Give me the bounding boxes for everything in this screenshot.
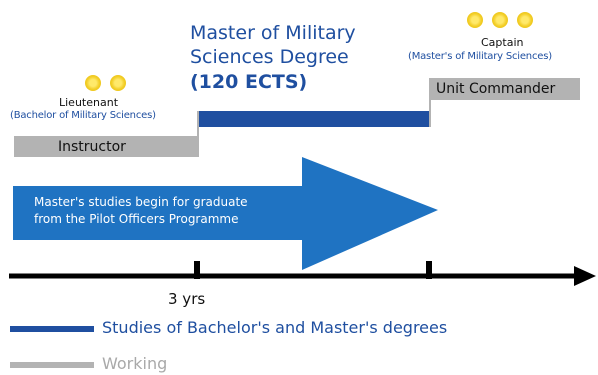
captain-degree: (Master's of Military Sciences) (408, 51, 552, 62)
legend-working-swatch (10, 362, 94, 368)
timeline-tick-label: 3 yrs (168, 290, 206, 308)
timeline-arrowhead-icon (574, 266, 596, 286)
degree-title-line2: Sciences Degree (190, 46, 349, 68)
bar-connector (197, 111, 199, 157)
bar-connector (429, 78, 431, 127)
lieutenant-rank: Lieutenant (59, 96, 119, 109)
instructor-bar: Instructor (14, 136, 198, 157)
instructor-label: Instructor (58, 139, 126, 155)
master-study-bar (198, 111, 430, 127)
arrow-text-line2: from the Pilot Officers Programme (34, 212, 239, 226)
captain-rank: Captain (481, 36, 524, 49)
degree-title-line1: Master of Military (190, 22, 356, 44)
insignia-star-icon (467, 12, 483, 28)
legend-study-swatch (10, 326, 94, 332)
insignia-star-icon (85, 75, 101, 91)
legend-study-label: Studies of Bachelor's and Master's degre… (102, 318, 448, 337)
unit-commander-label: Unit Commander (436, 81, 556, 97)
insignia-star-icon (492, 12, 508, 28)
lieutenant-degree: (Bachelor of Military Sciences) (10, 110, 156, 121)
insignia-star-icon (110, 75, 126, 91)
legend-working-label: Working (102, 354, 168, 373)
arrow-shape (13, 157, 438, 270)
insignia-star-icon (517, 12, 533, 28)
degree-credits: (120 ECTS) (190, 71, 308, 93)
arrow-text-line1: Master's studies begin for graduate (34, 195, 248, 209)
timeline-tick (426, 261, 432, 279)
unit-commander-bar: Unit Commander (430, 78, 580, 100)
timeline-tick (194, 261, 200, 279)
